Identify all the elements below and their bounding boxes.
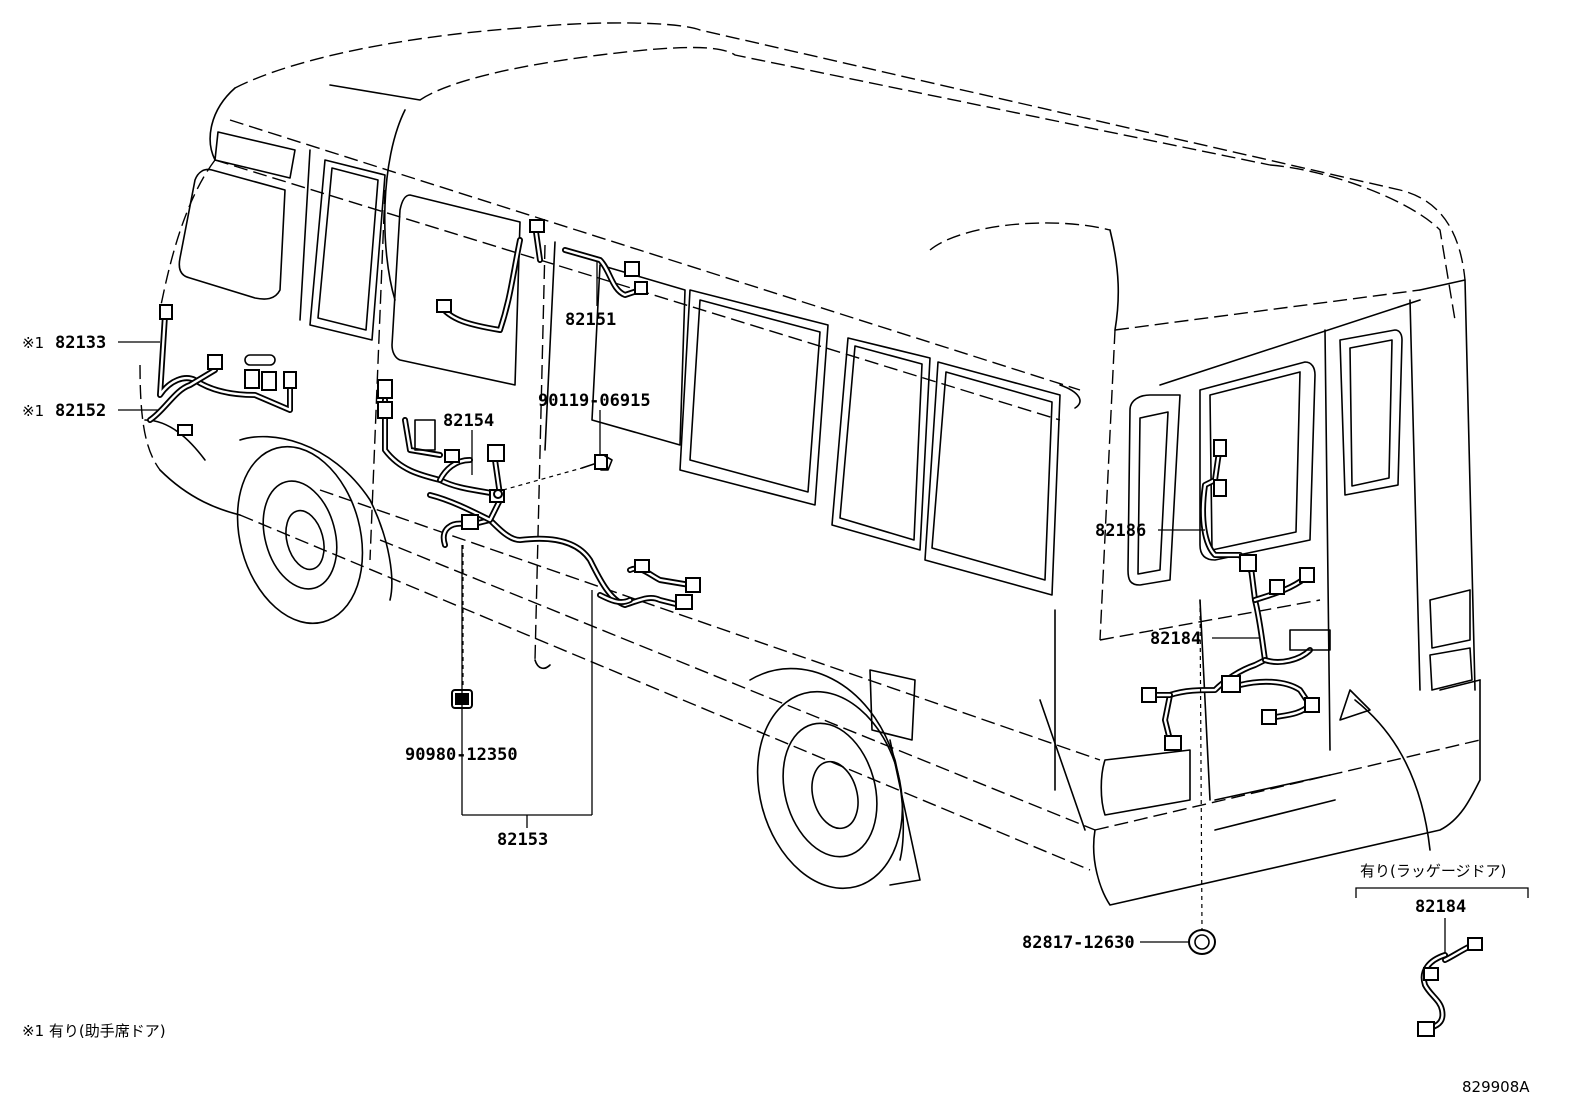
bolt-90119	[581, 454, 613, 471]
note-mark-82133: ※1	[22, 334, 44, 352]
luggage-door-inset: 有り(ラッゲージドア) 82184	[1355, 862, 1529, 1037]
note-mark-82152: ※1	[22, 402, 44, 420]
part-number-82152: 82152	[55, 401, 106, 421]
callout-82817: 82817-12630	[1022, 933, 1189, 953]
roof-harness-82151	[562, 247, 648, 298]
part-number-82154: 82154	[443, 411, 494, 431]
sliding-door-harness	[436, 219, 545, 333]
grommet-pointer	[1199, 599, 1203, 931]
part-number-82817-12630: 82817-12630	[1022, 933, 1135, 953]
callout-90119: 90119-06915	[538, 391, 651, 455]
callout-82184: 82184	[1150, 629, 1260, 649]
grommet-82817	[1188, 929, 1216, 955]
bolt-pointer	[502, 467, 583, 491]
van-body	[139, 22, 1481, 906]
inset-title: 有り(ラッゲージドア)	[1360, 862, 1506, 880]
callout-82153: 82153	[461, 545, 593, 850]
part-number-82184: 82184	[1150, 629, 1201, 649]
figure-id: 829908A	[1462, 1078, 1530, 1096]
callout-82151: 82151	[565, 262, 616, 330]
part-number-82133: 82133	[55, 333, 106, 353]
inset-part-number-82184: 82184	[1415, 897, 1466, 917]
floor-harness-82154-82153	[377, 379, 701, 610]
part-number-90119-06915: 90119-06915	[538, 391, 651, 411]
part-number-82151: 82151	[565, 310, 616, 330]
callout-90980: 90980-12350	[405, 745, 518, 765]
part-number-82186: 82186	[1095, 521, 1146, 541]
callout-82152: ※1 82152	[22, 401, 158, 421]
front-door-harness	[147, 304, 297, 436]
callout-82154: 82154	[443, 411, 494, 475]
part-number-90980-12350: 90980-12350	[405, 745, 518, 765]
callout-82186: 82186	[1095, 521, 1205, 541]
callout-82133: ※1 82133	[22, 333, 160, 353]
part-number-82153: 82153	[497, 830, 548, 850]
footnote: ※1 有り(助手席ドア)	[22, 1022, 166, 1040]
back-door-harness-82186-82184	[1141, 439, 1431, 851]
